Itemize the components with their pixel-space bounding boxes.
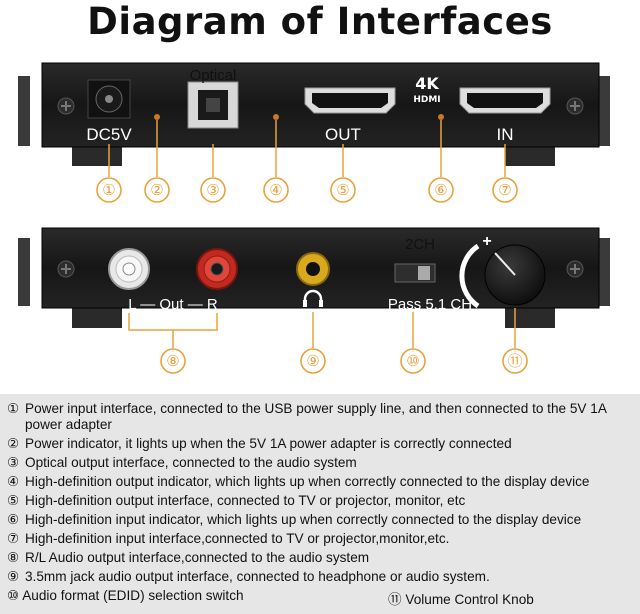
callout-10: ⑩ — [400, 348, 426, 374]
callout-5-num: ⑤ — [336, 181, 349, 199]
in-label: IN — [497, 125, 514, 144]
legend-num: ⑧ — [7, 550, 20, 565]
callout-4: ④ — [263, 177, 289, 203]
legend-panel: ① Power input interface, connected to the… — [0, 394, 640, 614]
callout-lines — [108, 120, 516, 348]
brand-4k: 4K — [415, 74, 439, 93]
dc-power-port[interactable] — [87, 79, 131, 119]
legend-text-continued: power adapter — [25, 417, 112, 432]
callout-9-num: ⑨ — [306, 352, 319, 370]
legend-num: ① — [7, 401, 20, 416]
legend-text: High-definition output interface, connec… — [25, 493, 466, 508]
legend-item-8: ⑧ R/L Audio output interface,connected to… — [7, 550, 369, 566]
callout-8: ⑧ — [160, 348, 186, 374]
legend-num: ⑤ — [7, 493, 20, 508]
out-label: OUT — [325, 125, 361, 144]
hdmi-out-led — [273, 114, 279, 120]
callouts: ① ② ③ ④ ⑤ ⑥ ⑦ ⑧ ⑨ ⑩ ⑪ — [96, 177, 528, 374]
headphone-icon — [303, 289, 323, 307]
callout-11-num: ⑪ — [507, 352, 522, 370]
legend-item-1: ① Power input interface, connected to the… — [7, 401, 607, 433]
optical-port[interactable] — [187, 81, 239, 129]
legend-item-6: ⑥ High-definition input indicator, which … — [7, 512, 581, 528]
callout-9: ⑨ — [300, 348, 326, 374]
legend-text: High-definition input indicator, which l… — [25, 512, 582, 527]
volume-minus-label: − — [482, 303, 491, 320]
legend-num: ③ — [7, 455, 20, 470]
screw-left-icon — [57, 97, 75, 115]
lr-out-label: L — Out — R — [128, 296, 218, 313]
legend-num: ⑩ — [7, 588, 20, 603]
switch-top-label: 2CH — [405, 236, 435, 253]
legend-item-10: ⑩ Audio format (EDID) selection switch — [7, 588, 244, 604]
legend-text: Optical output interface, connected to t… — [25, 455, 357, 470]
hdmi-in-led — [438, 114, 444, 120]
legend-text: High-definition input interface,connecte… — [25, 531, 450, 546]
device-diagram: DC5V Optical OUT IN 4K HDMI — [18, 62, 610, 374]
legend-item-4: ④ High-definition output indicator, which… — [7, 474, 589, 490]
legend-item-2: ② Power indicator, it lights up when the … — [7, 436, 512, 452]
brand-hdmi: HDMI — [413, 95, 440, 105]
front-panel: DC5V Optical OUT IN 4K HDMI — [18, 62, 610, 166]
callout-4-num: ④ — [269, 181, 282, 199]
hdmi-out-port[interactable] — [304, 87, 396, 114]
page-title: Diagram of Interfaces — [87, 0, 553, 43]
screw-right-icon — [566, 260, 584, 278]
callout-2-num: ② — [150, 181, 163, 199]
hdmi-in-port[interactable] — [459, 87, 551, 114]
callout-2: ② — [144, 177, 170, 203]
legend-text: Volume Control Knob — [405, 592, 534, 607]
optical-label: Optical — [190, 67, 237, 84]
legend-num: ② — [7, 436, 20, 451]
callout-8-num: ⑧ — [166, 352, 179, 370]
legend-num: ⑦ — [7, 531, 20, 546]
legend-text: Power input interface, connected to the … — [25, 401, 607, 416]
rca-right-port[interactable] — [196, 248, 238, 290]
legend-item-5: ⑤ High-definition output interface, conne… — [7, 493, 465, 509]
headphone-jack[interactable] — [296, 252, 330, 286]
dc-label: DC5V — [86, 125, 132, 144]
callout-6-num: ⑥ — [434, 181, 447, 199]
legend-text: Power indicator, it lights up when the 5… — [25, 436, 512, 451]
callout-3: ③ — [200, 177, 226, 203]
callout-1-num: ① — [102, 181, 115, 199]
legend-text: 3.5mm jack audio output interface, conne… — [25, 569, 490, 584]
switch-bottom-label: Pass 5.1 CH — [388, 296, 472, 313]
legend-item-11: ⑪ Volume Control Knob — [388, 588, 534, 608]
callout-7: ⑦ — [492, 177, 518, 203]
power-led — [154, 114, 160, 120]
callout-1: ① — [96, 177, 122, 203]
edid-switch[interactable] — [394, 263, 436, 283]
volume-knob[interactable] — [459, 243, 546, 309]
legend-item-7: ⑦ High-definition input interface,connect… — [7, 531, 449, 547]
legend-item-3: ③ Optical output interface, connected to … — [7, 455, 357, 471]
screw-left-icon — [57, 260, 75, 278]
volume-plus-label: + — [482, 233, 491, 250]
legend-text: R/L Audio output interface,connected to … — [25, 550, 370, 565]
callout-7-num: ⑦ — [498, 181, 511, 199]
legend-item-9: ⑨ 3.5mm jack audio output interface, conn… — [7, 569, 490, 585]
callout-10-num: ⑩ — [406, 352, 419, 370]
callout-3-num: ③ — [206, 181, 219, 199]
legend-num: ⑥ — [7, 512, 20, 527]
callout-11: ⑪ — [502, 348, 528, 374]
legend-num: ⑨ — [7, 569, 20, 584]
screw-right-icon — [566, 97, 584, 115]
callout-5: ⑤ — [330, 177, 356, 203]
legend-text: Audio format (EDID) selection switch — [22, 588, 244, 603]
legend-text: High-definition output indicator, which … — [25, 474, 590, 489]
rca-left-port[interactable] — [108, 248, 150, 290]
rear-panel: 2CH Pass 5.1 CH L — Out — R + − — [18, 227, 610, 328]
legend-num: ④ — [7, 474, 20, 489]
legend-num: ⑪ — [388, 592, 402, 607]
callout-6: ⑥ — [428, 177, 454, 203]
